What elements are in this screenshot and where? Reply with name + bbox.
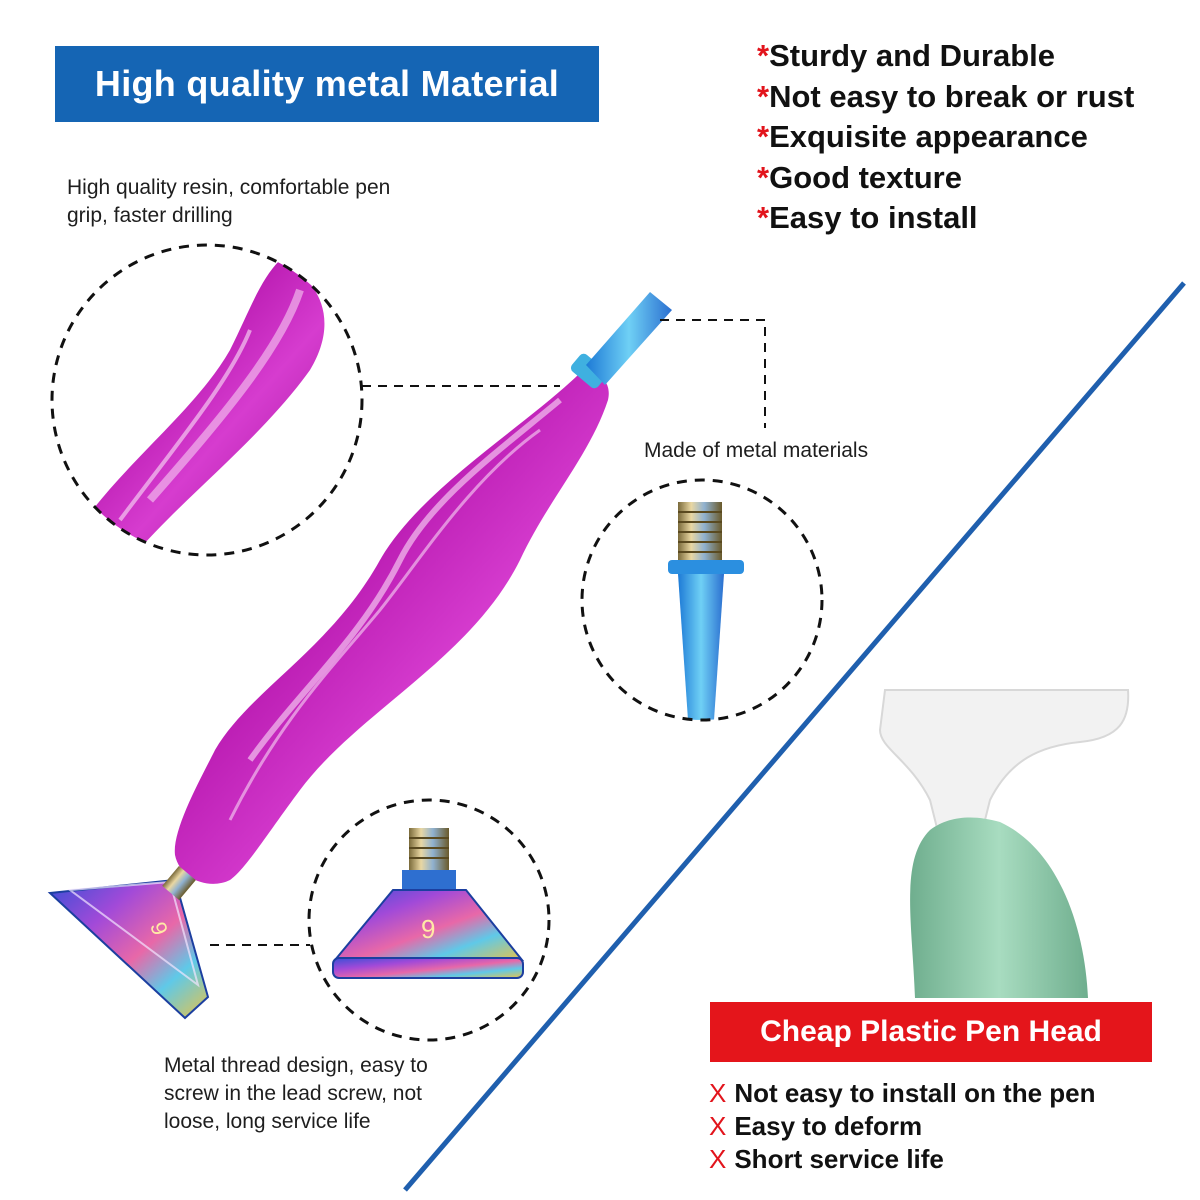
plastic-head-label: Cheap Plastic Pen Head — [760, 1015, 1102, 1048]
plastic-pen-head — [878, 689, 1130, 998]
divider-line — [403, 281, 1186, 1192]
x-icon: X — [709, 1078, 727, 1108]
pen-head-zoom-circle: 9 — [307, 798, 551, 1042]
callout-connectors — [210, 319, 766, 946]
resin-caption: High quality resin, comfortable pen grip… — [67, 176, 391, 227]
feature-item: *Exquisite appearance — [757, 117, 1134, 158]
feature-marker: * — [757, 38, 770, 73]
page-title: High quality metal Material — [94, 63, 560, 104]
con-text: Short service life — [734, 1144, 944, 1174]
title-banner: High quality metal Material — [55, 46, 599, 122]
feature-item: *Good texture — [757, 158, 1134, 199]
feature-marker: * — [757, 200, 770, 235]
resin-zoom-circle — [50, 243, 364, 557]
feature-text: Easy to install — [769, 200, 978, 235]
thread-caption: Metal thread design, easy to screw in th… — [164, 1054, 428, 1133]
feature-text: Sturdy and Durable — [769, 38, 1056, 73]
feature-text: Good texture — [769, 159, 962, 195]
x-icon: X — [709, 1111, 727, 1141]
feature-text: Not easy to break or rust — [769, 78, 1135, 114]
feature-marker: * — [757, 78, 770, 114]
con-text: Easy to deform — [734, 1111, 923, 1141]
feature-item: *Not easy to break or rust — [757, 77, 1134, 118]
metal-caption: Made of metal materials — [644, 439, 869, 462]
head-number-zoom: 9 — [421, 914, 435, 944]
con-text: Not easy to install on the pen — [734, 1078, 1096, 1108]
x-icon: X — [709, 1144, 727, 1174]
feature-item: *Easy to install — [757, 198, 1134, 239]
metal-tip-zoom-circle — [580, 478, 824, 722]
feature-item: *Sturdy and Durable — [757, 36, 1134, 77]
feature-marker: * — [757, 119, 770, 154]
feature-list: *Sturdy and Durable *Not easy to break o… — [757, 36, 1134, 239]
feature-marker: * — [757, 159, 770, 195]
plastic-head-banner: Cheap Plastic Pen Head — [710, 1002, 1152, 1062]
feature-text: Exquisite appearance — [769, 119, 1088, 154]
diamond-painting-pen: 9 — [47, 292, 672, 1020]
